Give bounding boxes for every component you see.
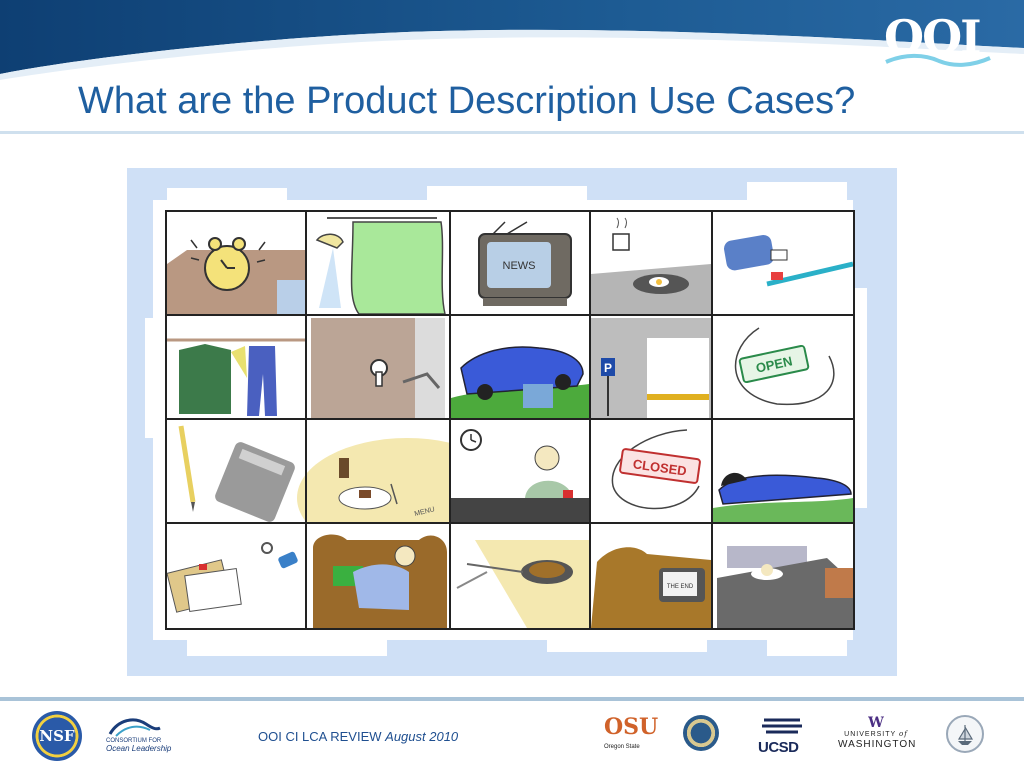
panel-cooking bbox=[451, 524, 589, 628]
footer-divider bbox=[0, 697, 1024, 701]
menu-text: MENU bbox=[414, 506, 436, 518]
ship-icon bbox=[957, 725, 974, 745]
uw-university-text: UNIVERSITY bbox=[844, 731, 897, 738]
ucsd-wave-icon bbox=[762, 718, 802, 734]
panel-open-sign: OPEN bbox=[713, 316, 853, 418]
footer-date: August 2010 bbox=[385, 729, 459, 744]
nsf-logo-text: NSF bbox=[39, 727, 75, 745]
panel-toothbrush bbox=[713, 212, 854, 314]
panel-the-end: THE END bbox=[591, 524, 711, 628]
ucsd-logo: UCSD bbox=[758, 714, 806, 756]
panel-shower bbox=[307, 212, 449, 315]
comic-grid bbox=[165, 210, 855, 630]
uw-line1: UNIVERSITY of bbox=[838, 730, 914, 739]
closed-sign-text: CLOSED bbox=[632, 456, 688, 478]
panel-couch bbox=[307, 524, 449, 628]
panel-tv-news: NEWS bbox=[451, 212, 589, 314]
panel-calculator bbox=[167, 420, 305, 522]
header-band bbox=[0, 0, 1024, 80]
panel-desk-worker bbox=[451, 420, 589, 522]
ship-seal-logo bbox=[946, 715, 984, 753]
slide-title: What are the Product Description Use Cas… bbox=[78, 80, 856, 122]
panel-mail-keys bbox=[166, 524, 305, 628]
ocean-leadership-logo: CONSORTIUM FOR Ocean Leadership bbox=[106, 714, 171, 754]
nsf-logo: NSF bbox=[32, 711, 82, 761]
ooi-logo-wave bbox=[885, 53, 991, 67]
panel-parking: P bbox=[591, 316, 711, 418]
footer-review-label: OOI CI LCA REVIEW bbox=[258, 729, 382, 744]
the-end-text: THE END bbox=[667, 584, 694, 590]
panel-blue-car bbox=[451, 316, 589, 418]
uw-of-text: of bbox=[899, 730, 908, 738]
tv-news-text: NEWS bbox=[503, 260, 536, 272]
title-divider bbox=[0, 131, 1024, 134]
osu-logo-subtext: Oregon State bbox=[604, 744, 640, 750]
osu-logo: OSU Oregon State bbox=[604, 714, 658, 758]
panel-alarm-clock bbox=[167, 212, 305, 314]
footer-review-text: OOI CI LCA REVIEW August 2010 bbox=[258, 729, 458, 744]
panel-drive-home bbox=[713, 420, 853, 522]
comic-svg: NEWS bbox=[145, 182, 867, 656]
panel-clothes bbox=[167, 316, 305, 418]
uw-mark: W bbox=[868, 715, 884, 731]
open-sign-text: OPEN bbox=[755, 353, 794, 375]
parking-sign-text: P bbox=[604, 361, 612, 375]
panel-door-key bbox=[307, 316, 449, 418]
panel-closed-sign: CLOSED bbox=[591, 420, 711, 522]
ooi-logo: OOI bbox=[884, 10, 982, 64]
uw-logo: W UNIVERSITY of WASHINGTON bbox=[838, 715, 917, 756]
wave-icon bbox=[108, 718, 161, 737]
ocean-leadership-text: Ocean Leadership bbox=[106, 744, 172, 753]
comic-illustration: NEWS bbox=[127, 168, 897, 676]
osu-logo-text: OSU bbox=[604, 714, 659, 740]
panel-bed bbox=[713, 524, 853, 628]
uw-line2: WASHINGTON bbox=[838, 739, 917, 750]
panel-breakfast bbox=[591, 212, 711, 314]
ucsd-logo-text: UCSD bbox=[758, 739, 799, 756]
institution-seal-logo bbox=[683, 715, 719, 751]
ocean-leadership-small-text: CONSORTIUM FOR bbox=[106, 738, 162, 744]
